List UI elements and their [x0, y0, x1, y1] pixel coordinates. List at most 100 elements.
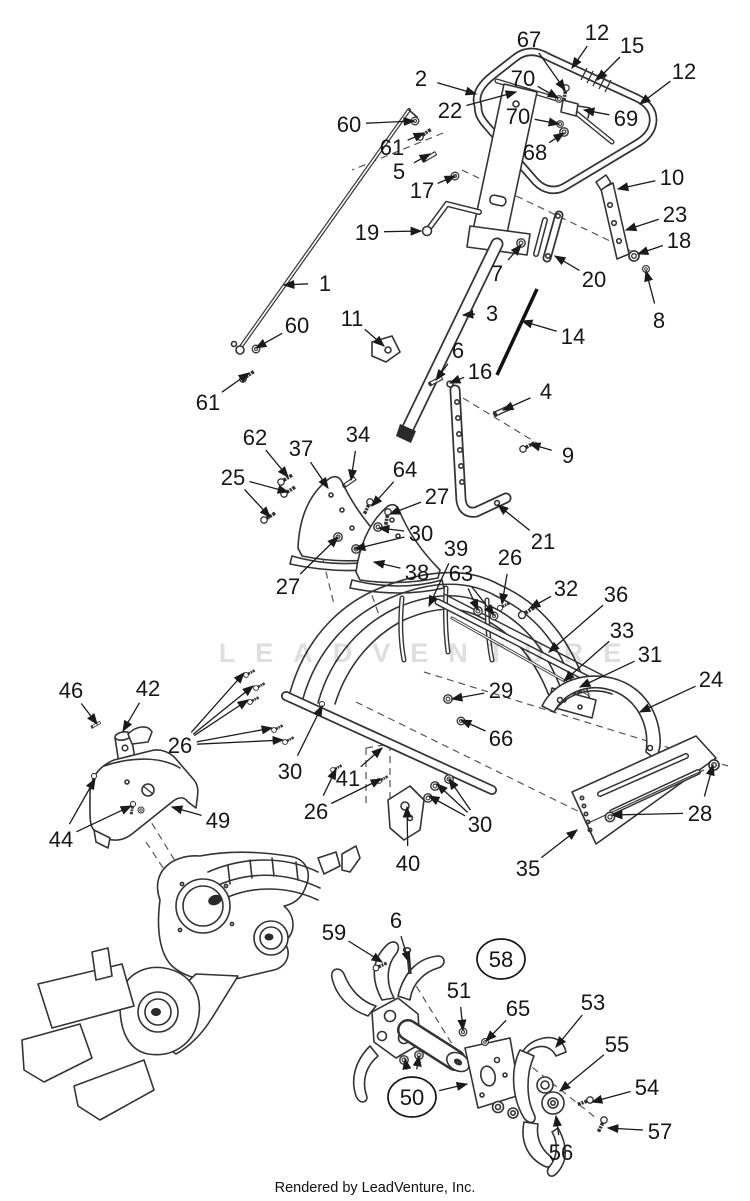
callout-label-25: 25: [221, 465, 245, 490]
callout-label-62: 62: [243, 425, 267, 450]
callout-leader: [496, 504, 531, 531]
callout-leader: [558, 1054, 605, 1092]
callout-label-49: 49: [206, 808, 230, 833]
callout-leader: [638, 685, 696, 713]
callout-leader: [353, 536, 405, 551]
callout-leader: [703, 763, 715, 797]
callout-leader: [348, 450, 358, 482]
callout-leader: [348, 940, 384, 963]
callout-label-21: 21: [531, 529, 555, 554]
callout-leader: [485, 1019, 507, 1042]
callout-label-3: 3: [486, 301, 498, 326]
callout-label-42: 42: [136, 676, 160, 701]
callout-leader: [616, 180, 656, 192]
callout-leader: [537, 85, 560, 99]
callout-leader: [555, 1014, 583, 1049]
callout-label-16: 16: [468, 359, 492, 384]
callout-label-30: 30: [409, 521, 433, 546]
callout-label-6: 6: [390, 908, 402, 933]
callout-label-36: 36: [604, 582, 628, 607]
callout-label-1: 1: [319, 271, 331, 296]
callout-leader: [582, 107, 610, 117]
callout-label-66: 66: [489, 726, 513, 751]
callout-leader: [80, 703, 98, 726]
callout-leader: [644, 269, 656, 304]
callout-label-50: 50: [400, 1085, 424, 1110]
callout-leader: [501, 397, 531, 411]
callout-leader: [541, 829, 579, 859]
callout-leader: [448, 777, 471, 811]
callout-leader: [170, 805, 202, 817]
callout-leader: [192, 685, 255, 735]
callout-label-12: 12: [672, 59, 696, 84]
callout-label-38: 38: [405, 560, 429, 585]
callout-label-27: 27: [425, 484, 449, 509]
callout-leader: [638, 80, 671, 105]
callout-label-56: 56: [549, 1140, 573, 1165]
callout-label-31: 31: [638, 642, 662, 667]
callout-leader: [548, 604, 604, 653]
callout-label-23: 23: [663, 202, 687, 227]
callout-leader: [383, 226, 423, 236]
callout-label-40: 40: [396, 851, 420, 876]
callout-leader: [372, 559, 401, 569]
callout-leader: [528, 595, 552, 609]
callout-leader: [459, 719, 486, 732]
callout-label-60: 60: [285, 313, 309, 338]
callout-label-60: 60: [337, 112, 361, 137]
callout-label-53: 53: [581, 990, 605, 1015]
callout-label-11: 11: [341, 306, 364, 331]
callout-label-27: 27: [276, 574, 300, 599]
handle-brace: [533, 174, 651, 274]
callout-label-41: 41: [336, 766, 360, 791]
callout-leader: [428, 563, 450, 608]
callout-label-26: 26: [304, 799, 328, 824]
callout-label-9: 9: [562, 443, 574, 468]
right-tine-assembly: [512, 1036, 611, 1177]
callout-label-61: 61: [196, 390, 220, 415]
callout-label-10: 10: [660, 165, 684, 190]
callout-label-44: 44: [49, 827, 73, 852]
callout-leader: [590, 1090, 631, 1104]
callout-label-7: 7: [491, 261, 503, 286]
callout-leader: [244, 489, 271, 518]
callout-leader: [461, 309, 476, 319]
callout-label-33: 33: [610, 618, 634, 643]
callout-leader: [548, 132, 566, 144]
callout-leader: [538, 52, 566, 92]
depth-stake: [427, 375, 538, 518]
callout-leader: [450, 692, 485, 702]
callout-leader: [448, 374, 465, 384]
callout-label-39: 39: [444, 536, 468, 561]
callout-leader: [596, 56, 621, 81]
callout-leader: [467, 588, 479, 612]
callout-leader: [364, 328, 385, 347]
callout-leader: [388, 501, 422, 515]
callout-leader: [534, 117, 561, 127]
callout-label-46: 46: [59, 678, 83, 703]
callout-label-64: 64: [393, 457, 417, 482]
callout-leader: [402, 1057, 412, 1071]
callout-label-15: 15: [620, 33, 644, 58]
callout-label-26: 26: [168, 733, 192, 758]
callout-leader: [437, 175, 457, 185]
callout-label-17: 17: [410, 178, 434, 203]
callout-label-59: 59: [322, 920, 346, 945]
callout-label-29: 29: [489, 678, 513, 703]
callout-leader: [470, 585, 495, 617]
callout-label-22: 22: [438, 98, 462, 123]
callout-leader: [457, 1006, 467, 1032]
callout-leader: [412, 1054, 422, 1070]
callout-leader: [371, 481, 395, 507]
callout-circle: [387, 1076, 437, 1118]
callout-label-51: 51: [447, 978, 471, 1003]
callout-leader: [122, 702, 141, 733]
callout-leader: [636, 244, 664, 255]
callout-leader: [377, 524, 405, 534]
callout-leader: [331, 778, 383, 805]
callout-leader: [436, 783, 469, 813]
callout-leader: [520, 319, 557, 332]
callout-leader: [466, 90, 518, 107]
callout-leader: [606, 1124, 644, 1134]
